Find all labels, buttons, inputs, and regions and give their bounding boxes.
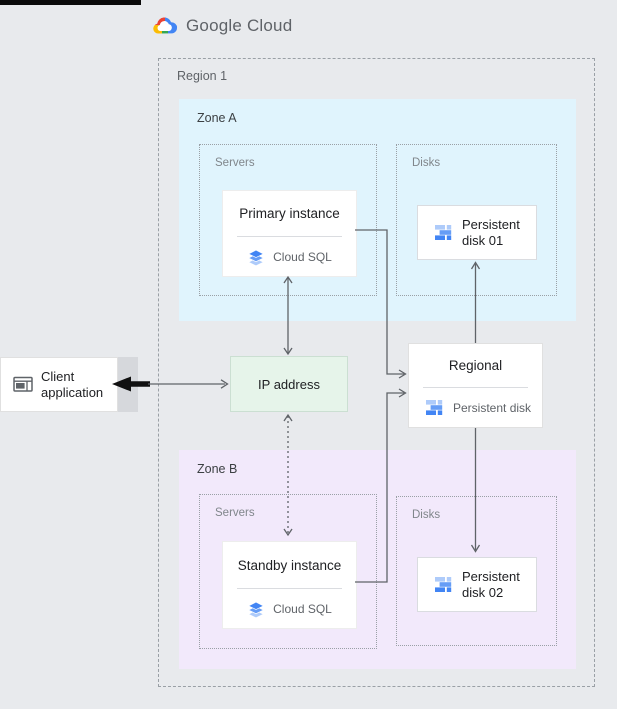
zone-b-disks-label: Disks xyxy=(412,509,441,521)
top-black-bar xyxy=(0,0,141,5)
primary-instance-card: Primary instance Cloud SQL xyxy=(222,190,357,277)
card-divider xyxy=(237,236,342,237)
zone-a-label: Zone A xyxy=(197,111,237,125)
zone-a-servers-label: Servers xyxy=(215,157,255,169)
client-application-label: Client application xyxy=(41,369,104,400)
zone-b-disks-group: Disks Persistent disk 02 xyxy=(396,496,557,646)
zone-b-label: Zone B xyxy=(197,462,238,476)
app-window-icon xyxy=(13,376,33,392)
zone-a-disks-group: Disks Persistent disk 01 xyxy=(396,144,557,296)
card-divider xyxy=(237,588,342,589)
ip-address-box: IP address xyxy=(230,356,348,412)
primary-product-label: Cloud SQL xyxy=(273,249,332,264)
zone-a-disks-label: Disks xyxy=(412,157,441,169)
client-app-shadow-block xyxy=(118,357,138,412)
region-1-container: Region 1 Zone A Servers Primary instance… xyxy=(158,58,595,687)
client-application-card: Client application xyxy=(0,357,118,412)
persistent-disk-01-card: Persistent disk 01 xyxy=(417,205,537,260)
standby-instance-card: Standby instance Cloud SQL xyxy=(222,541,357,629)
cloud-sql-icon xyxy=(247,601,265,618)
cloud-sql-icon xyxy=(247,249,265,266)
region-label: Region 1 xyxy=(177,69,228,83)
standby-product-label: Cloud SQL xyxy=(273,601,332,616)
google-cloud-cloud-icon xyxy=(153,17,178,34)
zone-b-container: Zone B Servers Standby instance Cloud SQ… xyxy=(179,450,576,669)
primary-instance-title: Primary instance xyxy=(239,206,340,221)
persistent-disk-01-label: Persistent disk 01 xyxy=(462,217,520,248)
google-cloud-logo: Google Cloud xyxy=(152,15,292,36)
persistent-disk-icon xyxy=(426,399,443,415)
persistent-disk-icon xyxy=(435,224,452,240)
persistent-disk-02-label: Persistent disk 02 xyxy=(462,569,520,600)
persistent-disk-02-card: Persistent disk 02 xyxy=(417,557,537,612)
regional-product-label: Persistent disk xyxy=(453,400,532,415)
zone-b-servers-label: Servers xyxy=(215,507,255,519)
zone-a-servers-group: Servers Primary instance Cloud SQL xyxy=(199,144,377,296)
google-cloud-logo-text: Google Cloud xyxy=(186,15,293,35)
regional-disk-card: Regional Persistent disk xyxy=(408,343,543,428)
ip-address-label: IP address xyxy=(258,376,320,392)
zone-a-container: Zone A Servers Primary instance Cloud SQ… xyxy=(179,99,576,321)
card-divider xyxy=(423,387,528,388)
zone-b-servers-group: Servers Standby instance Cloud SQL xyxy=(199,494,377,649)
regional-title: Regional xyxy=(448,358,503,373)
standby-instance-title: Standby instance xyxy=(237,557,342,573)
persistent-disk-icon xyxy=(435,576,452,592)
